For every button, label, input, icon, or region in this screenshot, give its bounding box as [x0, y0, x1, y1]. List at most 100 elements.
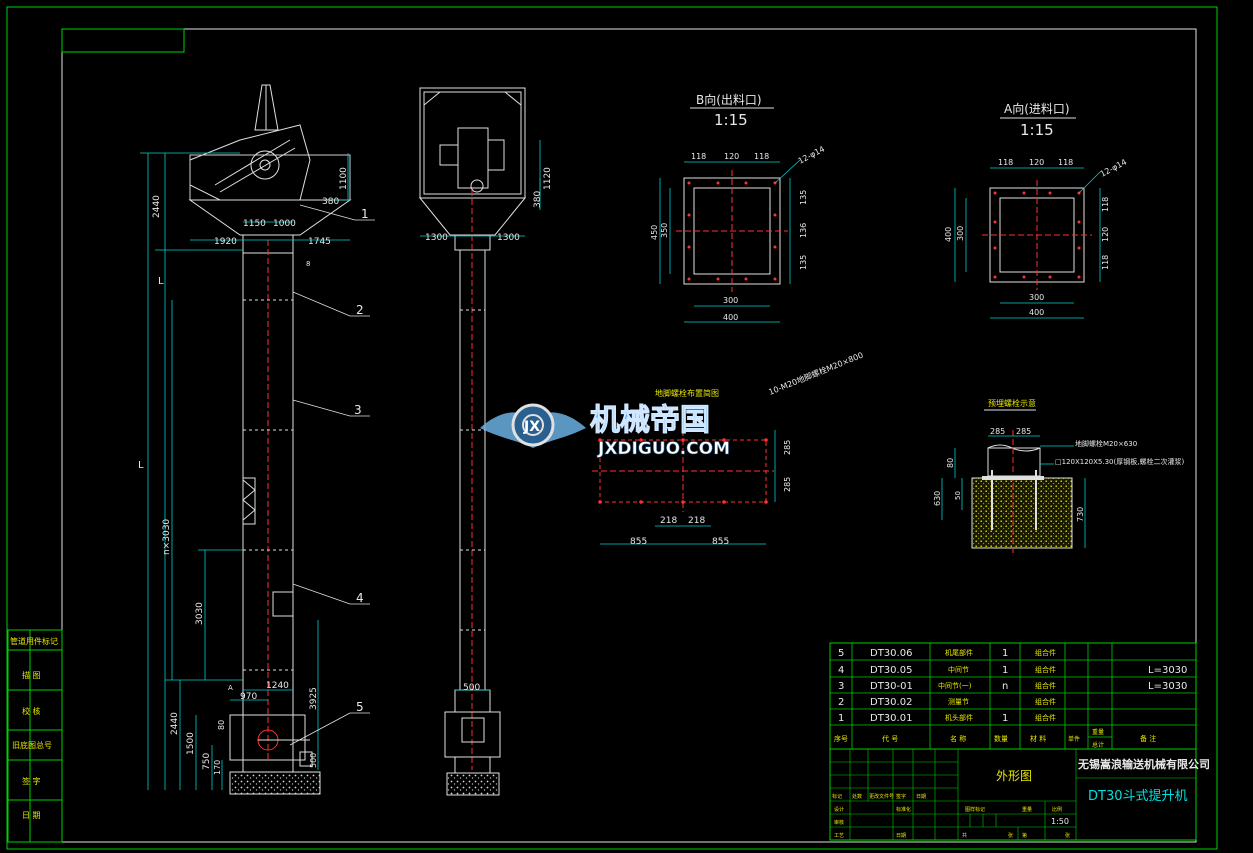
parts-row: 1 DT30.01 机头部件 1 组合件 — [838, 713, 1056, 724]
dim-label: 750 — [202, 753, 212, 770]
part-no: 3 — [838, 681, 844, 692]
tb-label: 张 — [1065, 832, 1070, 839]
tb-label: 日期 — [896, 833, 906, 839]
col-header: 名 称 — [950, 734, 966, 743]
col-header: 单件 — [1068, 735, 1080, 743]
title-block: 外形图 无锡嵩浪输送机械有限公司 DT30斗式提升机 1:50 标记 处数 更改… — [829, 748, 1210, 841]
dim-label: 450 — [650, 225, 659, 240]
part-code: DT30.02 — [870, 697, 912, 708]
margin-label: 旧底图总号 — [12, 740, 52, 750]
dim-label: 1300 — [425, 233, 448, 243]
dim-label: 118 — [691, 152, 706, 161]
dim-label: 8 — [306, 260, 310, 268]
drawing-scale: 1:50 — [1051, 817, 1069, 826]
part-code: DT30.06 — [870, 648, 912, 659]
col-header: 备 注 — [1140, 734, 1156, 743]
dim-label: 500 — [309, 753, 318, 768]
dim-label: 400 — [944, 227, 953, 242]
product-name: DT30斗式提升机 — [1088, 788, 1188, 804]
a-view: A向(进料口) 1:15 118 120 118 12-φ14 400 300 … — [944, 101, 1128, 319]
part-no: 2 — [838, 697, 844, 708]
part-no: 1 — [838, 713, 844, 724]
col-header: 材 料 — [1030, 734, 1046, 743]
part-no: 4 — [838, 665, 844, 676]
bolt-note: 地脚螺栓M20×630 — [1075, 439, 1137, 448]
dim-label: 3925 — [309, 687, 319, 710]
dim-label: 1920 — [214, 237, 237, 247]
leader-number: 4 — [356, 591, 364, 605]
leader-number: 2 — [356, 303, 364, 317]
base-view-note: 10-M20地脚螺栓M20×800 — [767, 350, 865, 397]
part-qty: 1 — [1002, 648, 1008, 659]
dim-label: 218 — [688, 516, 705, 526]
tb-label: 签字 — [896, 793, 906, 800]
dim-label: 135 — [799, 255, 808, 270]
part-mat: 组合件 — [1035, 713, 1056, 722]
dim-label: 118 — [1101, 197, 1110, 212]
part-note: L=3030 — [1148, 681, 1187, 692]
parts-row: 3 DT30-01 中间节(一) n 组合件 L=3030 — [838, 681, 1187, 692]
dim-label: 380 — [322, 197, 339, 207]
dim-label: 118 — [1058, 158, 1073, 167]
part-code: DT30-01 — [870, 681, 913, 692]
parts-row: 4 DT30.05 中间节 1 组合件 L=3030 — [838, 665, 1187, 676]
dim-label: 1120 — [543, 167, 553, 190]
margin-label: 描 图 — [22, 670, 41, 680]
tb-label: 第 — [1022, 832, 1027, 839]
tb-label: 图样标记 — [965, 806, 985, 813]
part-mat: 组合件 — [1035, 665, 1056, 674]
dim-label: 120 — [724, 152, 739, 161]
front-view: 1 2 3 4 5 2440 1100 380 1150 1000 1920 1… — [138, 84, 375, 795]
dim-label: 400 — [723, 313, 738, 322]
dim-label: 118 — [754, 152, 769, 161]
dim-label: 300 — [1029, 293, 1044, 302]
dim-label: L — [138, 460, 144, 471]
tb-label: 工艺 — [834, 833, 844, 839]
dim-label: 1745 — [308, 237, 331, 247]
b-view: B向(出料口) 1:15 118 120 118 12-φ14 450 350 … — [650, 92, 826, 323]
tb-label: 审核 — [834, 819, 844, 826]
part-name: 中间节(一) — [938, 681, 972, 690]
watermark-cn: 机械帝国 — [590, 403, 710, 438]
leader-number: 3 — [354, 403, 362, 417]
part-code: DT30.01 — [870, 713, 912, 724]
base-view-title: 地脚螺栓布置简图 — [655, 388, 719, 398]
tb-label: 处数 — [852, 793, 862, 800]
dim-label: 350 — [660, 223, 669, 238]
dim-label: 3030 — [195, 602, 205, 625]
dim-label: 1240 — [266, 681, 289, 691]
bolt-note: □120X120X5.30(厚钢板,螺栓二次灌浆) — [1055, 457, 1184, 466]
dim-label: 855 — [630, 537, 647, 547]
dim-label: L — [158, 276, 164, 287]
dim-label: 136 — [799, 223, 808, 238]
svg-text:JX: JX — [523, 419, 540, 435]
dim-label: 1500 — [186, 732, 196, 755]
margin-label: 校 核 — [22, 706, 41, 716]
part-qty: 1 — [1002, 665, 1008, 676]
tb-label: 比例 — [1052, 806, 1062, 813]
col-header: 代 号 — [882, 734, 898, 743]
col-header: 序号 — [834, 734, 848, 743]
part-name: 机尾部件 — [945, 648, 973, 657]
part-mat: 组合件 — [1035, 697, 1056, 706]
side-view: 1120 380 1300 1300 500 — [418, 87, 553, 796]
dim-label: 120 — [1101, 227, 1110, 242]
part-mat: 组合件 — [1035, 681, 1056, 690]
dim-label: 855 — [712, 537, 729, 547]
parts-row: 2 DT30.02 测量节 组合件 — [838, 697, 1056, 708]
dim-label: 118 — [1101, 255, 1110, 270]
dim-label: 118 — [998, 158, 1013, 167]
dim-label: 170 — [213, 760, 222, 775]
dim-label: 2440 — [170, 712, 180, 735]
part-name: 测量节 — [948, 698, 969, 706]
b-view-scale: 1:15 — [714, 111, 748, 129]
tb-label: 共 — [962, 832, 967, 839]
leader-number: 1 — [361, 207, 369, 221]
dim-label: 12-φ14 — [1099, 157, 1128, 178]
sheet-border — [6, 6, 1218, 850]
dim-label: 12-φ14 — [797, 144, 826, 165]
a-view-scale: 1:15 — [1020, 121, 1054, 139]
col-header: 总计 — [1092, 741, 1104, 749]
margin-strip: 管道用件标记 描 图 校 核 旧底图总号 签 字 日 期 — [7, 629, 63, 843]
margin-label: 日 期 — [22, 811, 41, 820]
